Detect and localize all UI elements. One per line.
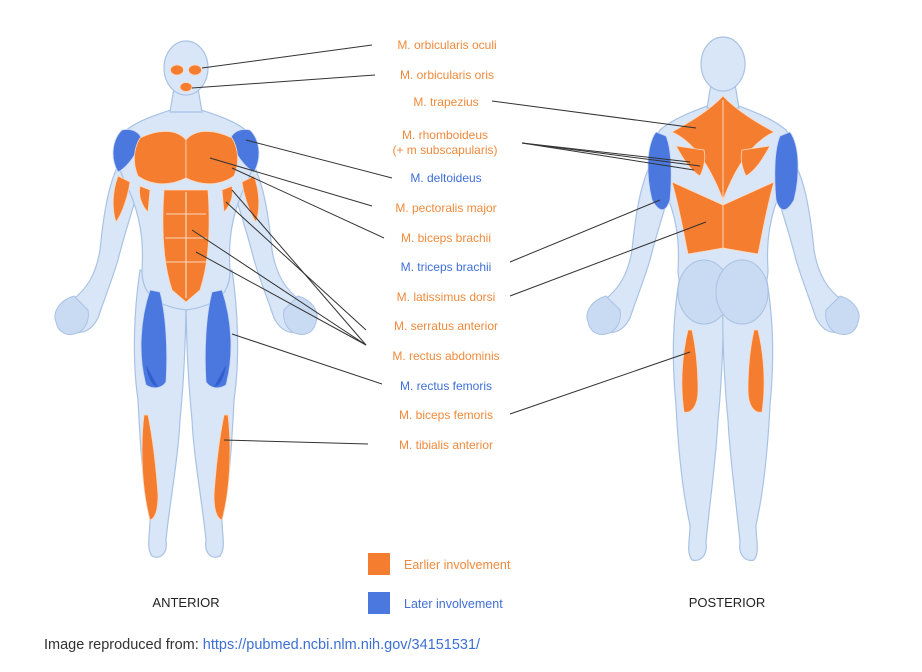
- label-rhomboideus-subscapularis: (+ m subscapularis): [392, 143, 497, 157]
- label-pectoralis-major: M. pectoralis major: [395, 201, 496, 215]
- label-triceps-brachii: M. triceps brachii: [401, 260, 492, 274]
- legend-label-late: Later involvement: [404, 597, 503, 611]
- label-orbicularis-oculi: M. orbicularis oculi: [397, 38, 496, 52]
- label-serratus-anterior: M. serratus anterior: [394, 319, 498, 333]
- label-rectus-abdominis: M. rectus abdominis: [392, 349, 499, 363]
- label-biceps-brachii: M. biceps brachii: [401, 231, 491, 245]
- label-latissimus-dorsi: M. latissimus dorsi: [397, 290, 496, 304]
- leader-lines: [191, 44, 707, 445]
- muscle-labels: M. orbicularis oculi M. orbicularis oris…: [392, 38, 499, 452]
- label-tibialis-anterior: M. tibialis anterior: [399, 438, 493, 452]
- legend: Earlier involvement Later involvement: [368, 553, 511, 614]
- label-deltoideus: M. deltoideus: [410, 171, 481, 185]
- label-biceps-femoris: M. biceps femoris: [399, 408, 493, 422]
- anterior-title: ANTERIOR: [152, 595, 219, 610]
- posterior-figure: [586, 36, 860, 561]
- label-trapezius: M. trapezius: [413, 95, 478, 109]
- label-orbicularis-oris: M. orbicularis oris: [400, 68, 494, 82]
- legend-swatch-early: [368, 553, 390, 575]
- image-credit: Image reproduced from: https://pubmed.nc…: [44, 637, 480, 653]
- legend-swatch-late: [368, 592, 390, 614]
- credit-link[interactable]: https://pubmed.ncbi.nlm.nih.gov/34151531…: [202, 637, 481, 653]
- anterior-figure: [54, 40, 318, 558]
- legend-label-early: Earlier involvement: [404, 558, 511, 572]
- label-rectus-femoris: M. rectus femoris: [400, 379, 492, 393]
- label-rhomboideus: M. rhomboideus: [402, 128, 488, 142]
- posterior-title: POSTERIOR: [689, 595, 766, 610]
- credit-prefix: Image reproduced from:: [44, 637, 203, 653]
